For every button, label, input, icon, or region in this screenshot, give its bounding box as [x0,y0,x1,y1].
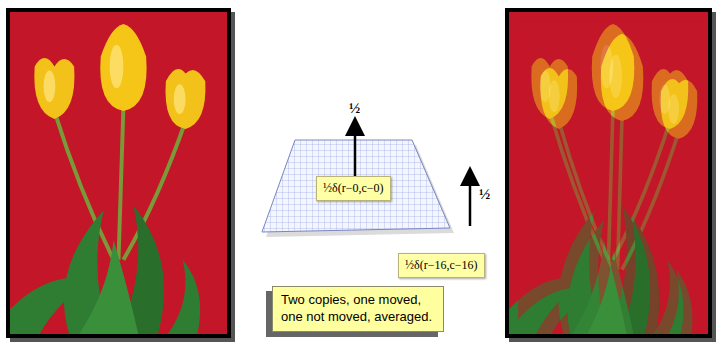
impulse-height: ½ [479,186,490,203]
photo-frame [6,8,231,338]
photo-shadow [10,12,235,342]
impulse-arrow [469,176,472,226]
tulip-photo [10,12,227,334]
note-text: Two copies, one moved, one not moved, av… [281,292,435,326]
formula-text: ½δ(r−16,c−16) [405,258,478,273]
impulse-height: ½ [349,100,360,117]
formula-box: ½δ(r−16,c−16) [398,253,485,278]
formula-box: ½δ(r−0,c−0) [316,176,391,201]
blurred-tulip-photo [509,12,717,344]
formula-text: ½δ(r−0,c−0) [323,181,384,196]
note-box: Two copies, one moved, one not moved, av… [272,286,444,332]
